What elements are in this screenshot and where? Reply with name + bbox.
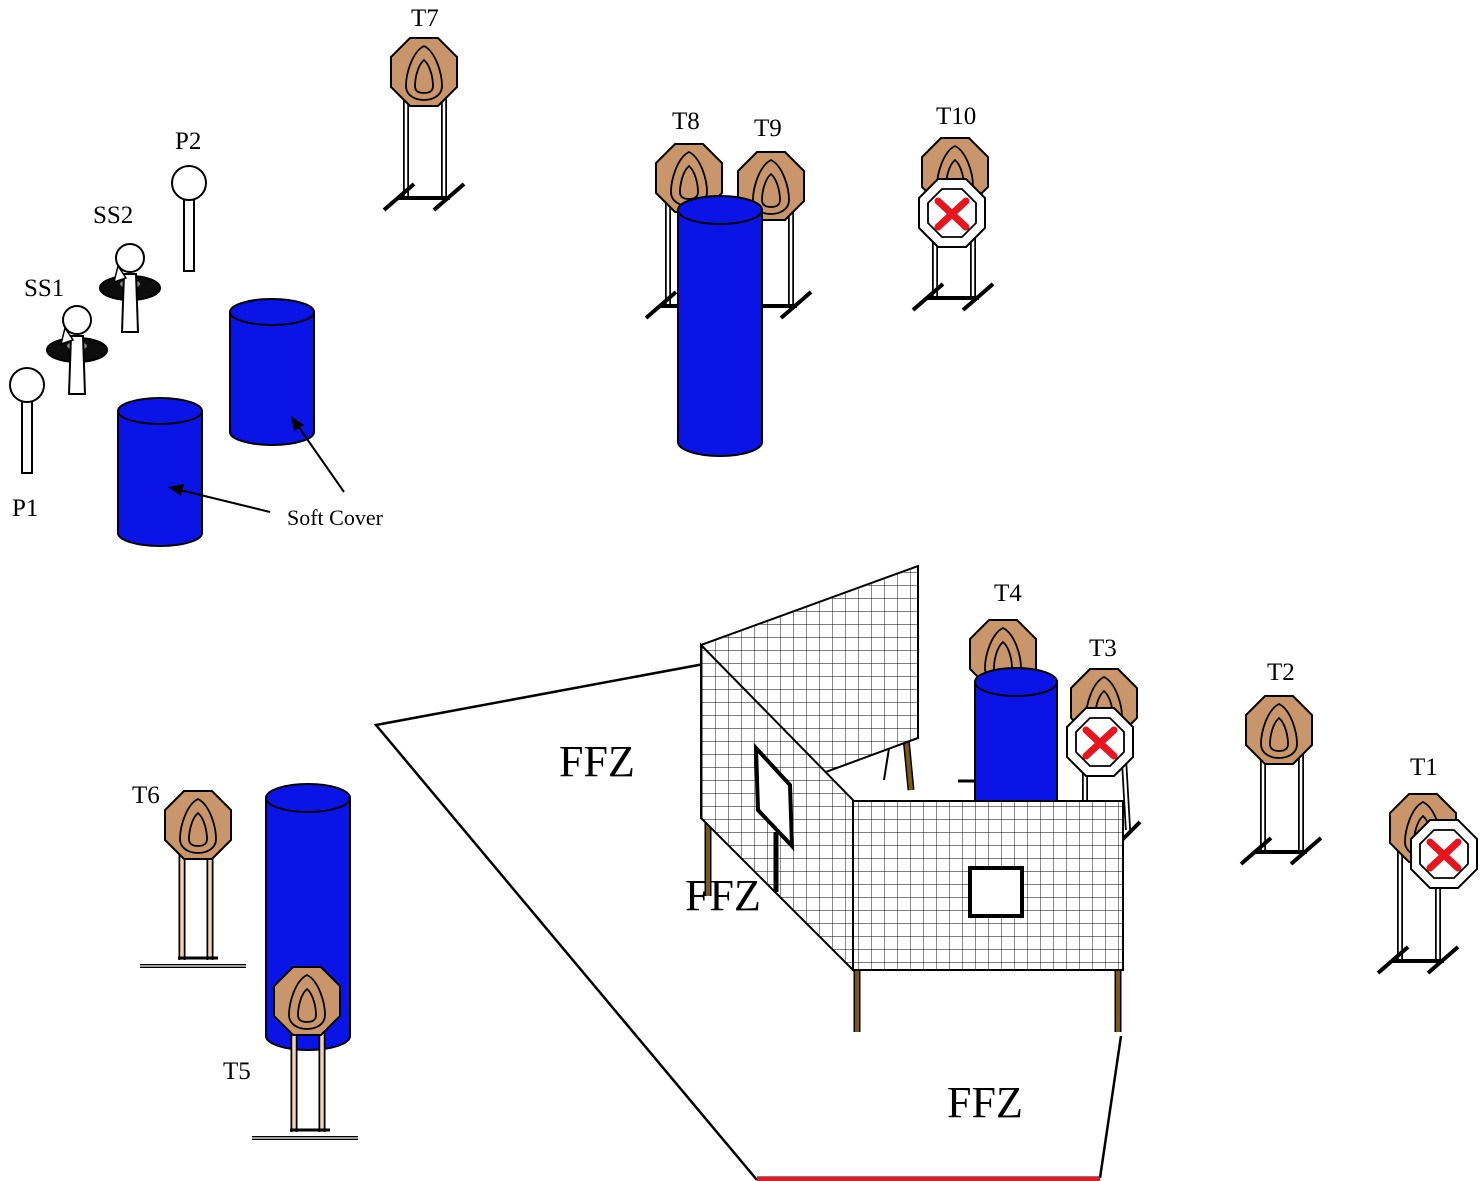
mesh-wall-left: [700, 642, 854, 973]
popper-icon: [171, 165, 207, 272]
target-t7: [384, 37, 464, 210]
swinger-steel-icon: [46, 305, 108, 395]
wall-window-front: [968, 866, 1024, 918]
target-t6: [140, 790, 246, 966]
target-t1: [1378, 793, 1477, 973]
label-ffz-bottom: FFZ: [947, 1078, 1023, 1127]
label-t4: T4: [994, 580, 1022, 607]
label-ffz-left: FFZ: [559, 737, 635, 786]
label-t8: T8: [672, 108, 700, 135]
no-shoot-target-icon: [1411, 820, 1477, 888]
target-t2: [1241, 695, 1321, 864]
barrel-t4: [974, 667, 1058, 813]
label-t5: T5: [223, 1058, 251, 1085]
cardboard-target-icon: [390, 37, 458, 107]
cardboard-target-icon: [164, 790, 232, 860]
label-t2: T2: [1267, 659, 1295, 686]
barrel-center: [677, 195, 763, 457]
label-t3: T3: [1089, 635, 1117, 662]
target-t10: [913, 137, 993, 310]
cardboard-target-icon: [273, 966, 341, 1036]
label-t6: T6: [132, 782, 160, 809]
fault-zone-outline: [373, 662, 1123, 1181]
label-soft-cover: Soft Cover: [287, 505, 384, 530]
label-t7: T7: [411, 5, 439, 32]
mesh-wall-front: [852, 800, 1124, 1032]
label-t10: T10: [936, 103, 976, 130]
label-ss1: SS1: [24, 275, 64, 302]
no-shoot-target-icon: [1067, 708, 1133, 776]
label-ss2: SS2: [93, 202, 133, 229]
label-p1: P1: [12, 495, 38, 522]
barrel-soft-cover-back: [229, 298, 315, 446]
label-ffz-mid: FFZ: [685, 871, 761, 920]
popper-icon: [9, 367, 45, 474]
barrel-soft-cover-front: [117, 397, 203, 547]
label-t1: T1: [1410, 754, 1438, 781]
label-t9: T9: [754, 115, 782, 142]
soft-cover-arrows: [168, 416, 345, 513]
cardboard-target-icon: [1245, 695, 1313, 765]
swinger-steel-icon: [99, 243, 161, 333]
wall-window-left: [753, 742, 795, 852]
no-shoot-target-icon: [919, 179, 985, 247]
label-p2: P2: [175, 128, 201, 155]
